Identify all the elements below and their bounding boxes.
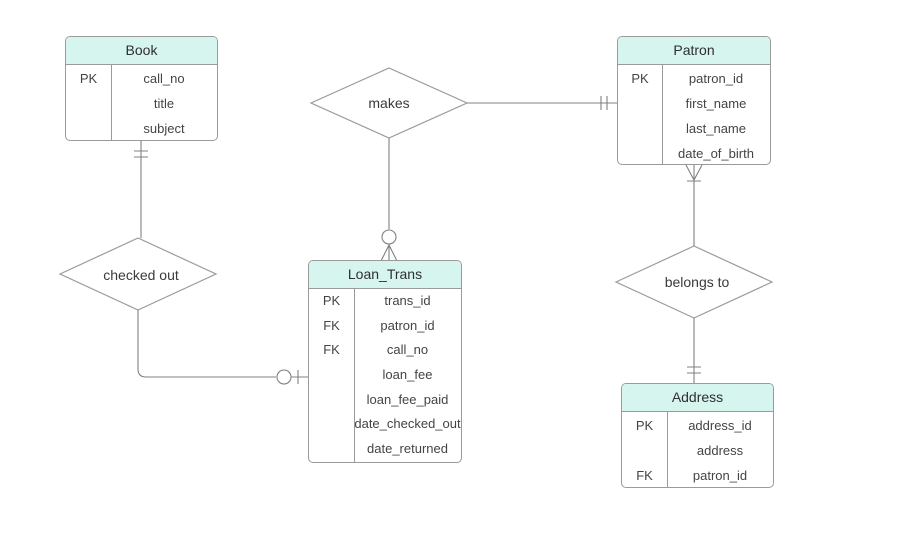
one-one-marker-book bbox=[134, 150, 148, 158]
entity-row: loan_fee bbox=[309, 363, 461, 388]
key-label bbox=[309, 363, 354, 388]
field-name: subject bbox=[143, 121, 185, 136]
field-name: loan_fee bbox=[382, 367, 433, 383]
crowfoot-patron-belongs-to bbox=[685, 164, 703, 182]
entity-row: FK patron_id bbox=[309, 314, 461, 339]
key-column-divider bbox=[111, 65, 112, 140]
line-checked-out-loan bbox=[137, 310, 276, 378]
entity-address[interactable]: Address PK address_id address FK patron_… bbox=[621, 383, 774, 488]
key-label: FK bbox=[636, 468, 653, 483]
key-label bbox=[618, 116, 662, 141]
entity-title-book: Book bbox=[66, 37, 217, 65]
key-label bbox=[66, 91, 111, 116]
field-name: call_no bbox=[143, 71, 185, 86]
one-one-marker-patron bbox=[600, 96, 608, 110]
key-label bbox=[622, 438, 667, 463]
field-name: patron_id bbox=[380, 317, 435, 333]
zero-marker-checked-out-loan bbox=[276, 369, 292, 385]
field-name: patron_id bbox=[692, 468, 748, 483]
crowfoot-makes-loan bbox=[380, 243, 398, 262]
key-column-divider bbox=[662, 65, 663, 164]
entity-book[interactable]: Book PK call_no title subject bbox=[65, 36, 218, 141]
entity-loan-trans[interactable]: Loan_Trans PK trans_id FK patron_id FK c… bbox=[308, 260, 462, 463]
entity-row: address bbox=[622, 438, 773, 463]
entity-title-loan-trans: Loan_Trans bbox=[309, 261, 461, 289]
relationship-diamond-belongs-to[interactable] bbox=[614, 245, 774, 319]
field-name: address_id bbox=[688, 418, 752, 433]
key-label: PK bbox=[322, 293, 341, 308]
field-name: patron_id bbox=[688, 71, 744, 86]
entity-row: last_name bbox=[618, 116, 770, 141]
one-marker-checked-out-loan bbox=[291, 370, 308, 384]
entity-title-patron: Patron bbox=[618, 37, 770, 65]
field-name: date_checked_out bbox=[354, 416, 461, 432]
relationship-label-belongs-to: belongs to bbox=[664, 274, 730, 290]
key-label: PK bbox=[631, 71, 649, 86]
key-label: FK bbox=[323, 317, 340, 333]
key-label bbox=[618, 91, 662, 116]
entity-row: date_returned bbox=[309, 437, 461, 462]
field-name: first_name bbox=[685, 96, 747, 111]
field-name: call_no bbox=[386, 342, 429, 358]
entity-row: date_checked_out bbox=[309, 412, 461, 437]
entity-row: FK patron_id bbox=[622, 463, 773, 487]
key-label bbox=[309, 437, 354, 462]
key-label: FK bbox=[323, 342, 340, 358]
entity-row: PK call_no bbox=[66, 66, 217, 91]
entity-row: PK address_id bbox=[622, 413, 773, 438]
relationship-label-makes: makes bbox=[368, 95, 410, 111]
entity-row: PK trans_id bbox=[309, 289, 461, 314]
entity-row: loan_fee_paid bbox=[309, 388, 461, 413]
entity-row: date_of_birth bbox=[618, 141, 770, 164]
field-name: trans_id bbox=[384, 293, 431, 308]
zero-marker-makes-loan bbox=[381, 229, 397, 245]
field-name: date_of_birth bbox=[678, 146, 754, 161]
entity-row: FK call_no bbox=[309, 338, 461, 363]
relationship-diamond-checked-out[interactable] bbox=[58, 237, 218, 311]
entity-row: title bbox=[66, 91, 217, 116]
key-column-divider bbox=[354, 289, 355, 462]
entity-body-address: PK address_id address FK patron_id bbox=[622, 412, 773, 487]
key-label: PK bbox=[635, 418, 654, 433]
entity-title-address: Address bbox=[622, 384, 773, 412]
key-column-divider bbox=[667, 412, 668, 487]
key-label bbox=[309, 388, 354, 413]
key-label bbox=[66, 116, 111, 140]
entity-body-loan-trans: PK trans_id FK patron_id FK call_no loan… bbox=[309, 289, 461, 462]
one-one-marker-address bbox=[687, 366, 701, 374]
field-name: address bbox=[696, 443, 744, 458]
field-name: loan_fee_paid bbox=[366, 391, 449, 407]
entity-row: PK patron_id bbox=[618, 66, 770, 91]
field-name: date_returned bbox=[367, 441, 448, 457]
entity-row: first_name bbox=[618, 91, 770, 116]
key-label: PK bbox=[79, 71, 98, 86]
entity-body-patron: PK patron_id first_name last_name date_o… bbox=[618, 65, 770, 164]
relationship-label-checked-out: checked out bbox=[103, 267, 179, 283]
field-name: last_name bbox=[686, 121, 746, 136]
entity-body-book: PK call_no title subject bbox=[66, 65, 217, 140]
entity-patron[interactable]: Patron PK patron_id first_name last_name… bbox=[617, 36, 771, 165]
field-name: title bbox=[153, 96, 175, 111]
key-label bbox=[618, 141, 662, 164]
entity-row: subject bbox=[66, 116, 217, 140]
key-label bbox=[309, 412, 354, 437]
